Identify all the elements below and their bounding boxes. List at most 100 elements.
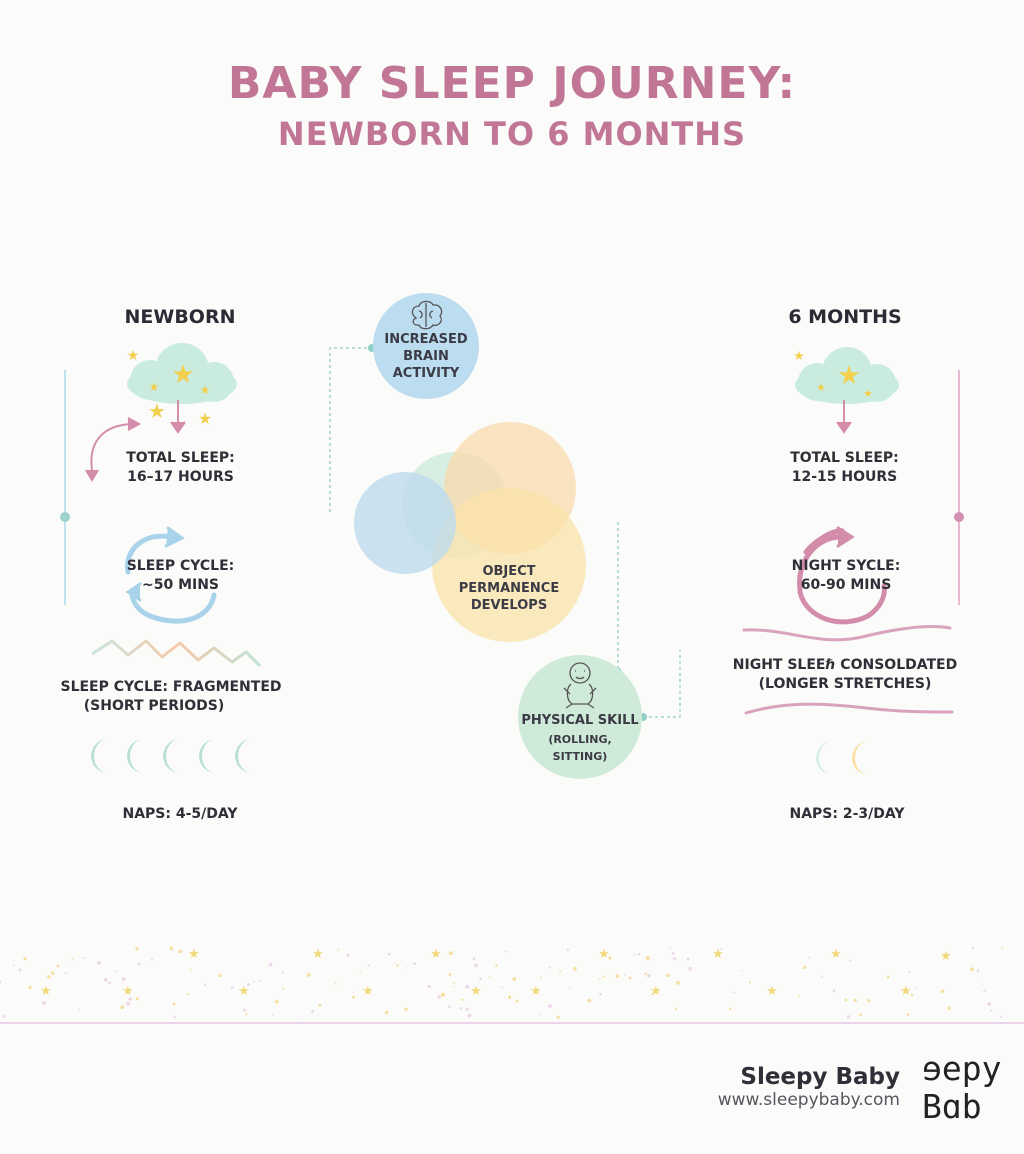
sparkle-dot — [479, 977, 482, 981]
svg-text:★: ★ — [198, 409, 212, 428]
svg-text:★: ★ — [148, 399, 166, 423]
sparkle-dot — [104, 978, 108, 982]
brain-activity-line-1: INCREASED — [384, 332, 468, 347]
sparkle-dot — [867, 999, 871, 1003]
star-band: ★★★★★★★★★★★★★★★★ — [0, 946, 1004, 1019]
sparkle-dot — [247, 983, 250, 986]
physical-skill-line-1: PHYSICAL SKILL — [521, 713, 639, 728]
six-months-cycle-arrows-icon — [797, 526, 887, 625]
star-icon: ★ — [830, 947, 842, 962]
object-permanence-line-2: PERMANENCE — [458, 581, 560, 596]
svg-text:★: ★ — [863, 387, 873, 400]
sparkle-dot — [849, 959, 852, 962]
sparkle-dot — [23, 957, 27, 961]
star-icon: ★ — [940, 949, 952, 964]
title-line-1: BABY SLEEP JOURNEY: — [227, 58, 797, 109]
sparkle-dot — [311, 1010, 315, 1013]
sparkle-dot — [64, 971, 67, 975]
newborn-cloud-icon: ★ ★ ★ ★ ★ ★ — [127, 343, 237, 428]
sparkle-dot — [598, 978, 601, 980]
sparkle-dot — [983, 989, 986, 992]
object-permanence-circle — [432, 488, 586, 642]
newborn-fragmented-note: (SHORT PERIODS) — [83, 698, 225, 714]
star-icon: ★ — [362, 984, 374, 999]
star-icon: ★ — [900, 984, 912, 999]
sparkle-dot — [633, 954, 636, 956]
sparkle-dot — [300, 1017, 303, 1019]
sparkle-dot — [318, 1003, 322, 1007]
sparkle-dot — [465, 984, 470, 989]
sparkle-dot — [452, 982, 455, 985]
physical-skill-line-2: (ROLLING, SITTING) — [548, 733, 612, 763]
sparkle-dot — [282, 988, 284, 990]
moon-icon — [852, 741, 869, 775]
sparkle-dot — [404, 1007, 408, 1011]
sparkle-dot — [472, 957, 476, 961]
six-months-nap-moons — [816, 741, 869, 775]
sparkle-dot — [243, 1008, 246, 1012]
sparkle-dot — [281, 971, 284, 974]
sparkle-dot — [359, 971, 361, 974]
sparkle-dot — [908, 971, 911, 974]
svg-text:★: ★ — [127, 348, 140, 364]
star-icon: ★ — [188, 947, 200, 962]
sparkle-dot — [910, 993, 914, 997]
sparkle-dot — [688, 966, 692, 971]
brand-url[interactable]: www.sleepybaby.com — [717, 1090, 900, 1110]
newborn-cycle-arrows-icon — [125, 526, 217, 624]
sparkle-dot — [352, 995, 356, 999]
star-icon: ★ — [40, 984, 52, 999]
sparkle-dot — [573, 966, 577, 971]
sparkle-dot — [367, 964, 370, 967]
sparkle-dot — [203, 983, 207, 987]
six-months-night-cycle-value: 60-90 MINS — [800, 577, 892, 593]
sparkle-dot — [346, 953, 350, 957]
six-months-consolidated-label: NIGHT SLEEℏ CONSOLDATED — [732, 657, 958, 673]
sparkle-dot — [947, 1006, 951, 1010]
brain-activity-circle — [373, 293, 479, 399]
physical-skill-text: PHYSICAL SKILL (ROLLING, SITTING) — [520, 712, 640, 765]
title-line-2: NEWBORN TO 6 MONTHS — [277, 115, 747, 153]
object-permanence-text: OBJECT PERMANENCE DEVELOPS — [449, 563, 569, 614]
sparkle-dot — [859, 1013, 862, 1017]
moon-icon — [91, 739, 108, 773]
sparkle-dot — [844, 998, 848, 1002]
sparkle-dot — [729, 1007, 732, 1011]
timeline-end-dot — [954, 512, 964, 522]
sparkle-dot — [258, 980, 261, 983]
sparkle-dot — [82, 957, 85, 960]
sparkle-dot — [47, 975, 51, 979]
sparkle-dot — [114, 970, 117, 972]
sparkle-dot — [651, 992, 654, 995]
sparkle-dot — [821, 975, 823, 978]
sparkle-dot — [97, 961, 101, 965]
sparkle-dot — [675, 1007, 678, 1011]
object-permanence-line-3: DEVELOPS — [470, 598, 548, 613]
moon-icon — [127, 739, 144, 773]
sparkle-dot — [970, 967, 974, 972]
sparkle-dot — [568, 986, 571, 989]
sparkle-dot — [387, 952, 391, 956]
sparkle-dot — [352, 991, 355, 993]
sparkle-dot — [467, 1013, 472, 1018]
sparkle-dot — [637, 952, 641, 956]
sparkle-dot — [56, 964, 60, 968]
moon-icon — [816, 741, 833, 775]
brand-logo-line-1: ɘepy — [922, 1050, 1002, 1088]
newborn-fragmented: SLEEP CYCLE: FRAGMENTED (SHORT PERIODS) — [60, 678, 282, 716]
sparkle-dot — [488, 976, 491, 978]
sparkle-dot — [178, 949, 183, 954]
sparkle-dot — [733, 991, 736, 994]
sparkle-dot — [18, 968, 22, 972]
sparkle-dot — [78, 1008, 80, 1011]
sparkle-dot — [413, 962, 416, 965]
sparkle-dot — [644, 972, 647, 976]
sparkle-dot — [51, 971, 54, 974]
sparkle-dot — [797, 995, 800, 998]
sparkle-dot — [599, 992, 602, 996]
sparkle-dot — [808, 956, 811, 959]
star-icon: ★ — [712, 947, 724, 962]
sparkle-dot — [999, 1015, 1002, 1019]
brand-logo: ɘepy Bɑb — [922, 1050, 1022, 1130]
